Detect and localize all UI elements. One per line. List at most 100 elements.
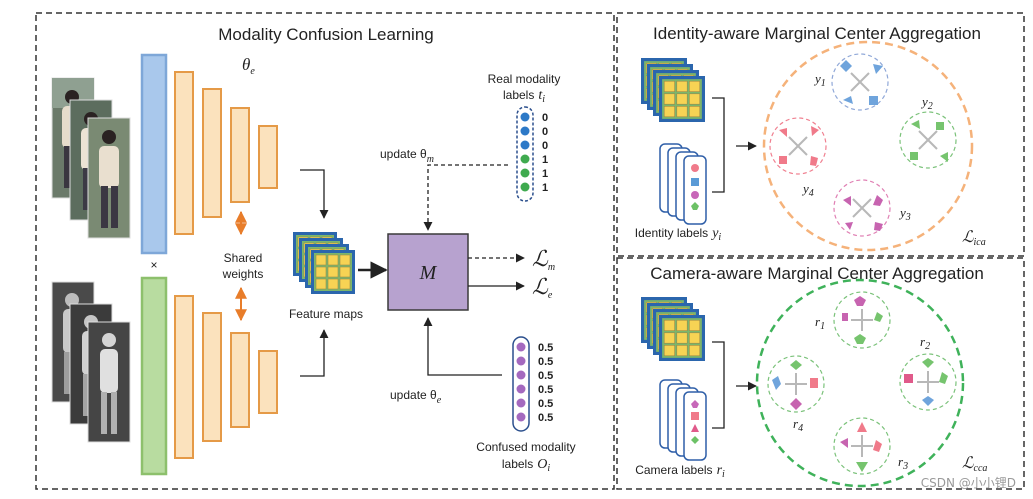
confused-label-value: 0.5 bbox=[538, 384, 553, 396]
identity-cluster bbox=[769, 117, 827, 175]
identity-cluster bbox=[899, 111, 957, 169]
imca-embedding-space bbox=[762, 40, 974, 252]
conv-layer bbox=[174, 71, 194, 235]
ir-conv-layers bbox=[174, 295, 278, 459]
confused-label-dot bbox=[516, 398, 526, 408]
real-label-dot bbox=[520, 168, 530, 178]
conv-layer bbox=[258, 350, 278, 414]
real-label-value: 0 bbox=[542, 140, 548, 152]
update-e-arrow bbox=[423, 317, 502, 376]
camera-cluster bbox=[833, 417, 891, 475]
real-label-dot bbox=[520, 126, 530, 136]
identity-cluster bbox=[833, 179, 891, 237]
real-label-dot bbox=[520, 140, 530, 150]
conv-layer bbox=[230, 107, 250, 203]
camera-cluster bbox=[833, 291, 891, 349]
imca-feature-maps-icon bbox=[641, 58, 705, 122]
feature-maps-label: Feature maps bbox=[289, 307, 363, 321]
real-label-value: 0 bbox=[542, 126, 548, 138]
watermark: CSDN @小小锂D bbox=[921, 475, 1016, 490]
cmca-embedding-space bbox=[755, 278, 965, 488]
shared-weights-label: weights bbox=[222, 267, 264, 281]
identity-cluster-labels: y1 y2 y3 y4 bbox=[801, 71, 933, 223]
feature-maps-icon bbox=[293, 232, 355, 294]
camera-label-cards bbox=[659, 379, 707, 461]
cross-mark: × bbox=[150, 258, 157, 272]
conv-layer bbox=[258, 125, 278, 189]
rgb-image bbox=[87, 117, 131, 239]
confused-label-dot bbox=[516, 412, 526, 422]
rgb-person-images bbox=[51, 77, 131, 239]
loss-e-label: ℒe bbox=[532, 274, 553, 301]
camera-cluster-labels: r1 r2 r3 r4 bbox=[793, 314, 930, 472]
real-label-value: 1 bbox=[542, 168, 548, 180]
cmca-panel-frame bbox=[616, 257, 1025, 490]
confused-label-dot bbox=[516, 370, 526, 380]
imca-bracket bbox=[712, 97, 725, 193]
loss-ica-label: ℒica bbox=[962, 229, 986, 248]
cluster-label: y4 bbox=[801, 181, 814, 199]
loss-m-label: ℒm bbox=[532, 246, 555, 273]
confused-label-dot bbox=[516, 384, 526, 394]
theta-e-label: θe bbox=[242, 55, 255, 77]
confused-labels-title: Confused modality bbox=[476, 440, 575, 454]
cluster-label: r4 bbox=[793, 416, 803, 434]
ir-input-layer bbox=[140, 276, 168, 476]
module-label: M bbox=[419, 262, 438, 284]
cmca-feature-maps-icon bbox=[641, 297, 705, 361]
conv-layer bbox=[202, 88, 222, 218]
rgb-conv-layers bbox=[174, 71, 278, 235]
confused-label-value: 0.5 bbox=[538, 370, 553, 382]
cluster-label: y3 bbox=[898, 205, 911, 223]
real-label-dot bbox=[520, 154, 530, 164]
update-m-arrow bbox=[423, 164, 508, 231]
mcl-panel-frame bbox=[35, 12, 615, 490]
confused-label-value: 0.5 bbox=[538, 342, 553, 354]
imca-panel-frame bbox=[616, 12, 1025, 257]
confused-label-values: 0.5 0.5 0.5 0.5 0.5 0.5 bbox=[538, 342, 553, 424]
real-label-values: 0 0 0 1 1 1 bbox=[542, 112, 548, 194]
conv-layer bbox=[230, 332, 250, 428]
confused-label-value: 0.5 bbox=[538, 412, 553, 424]
camera-cluster bbox=[899, 353, 957, 411]
cmca-bracket bbox=[712, 341, 725, 429]
identity-label-cards bbox=[659, 143, 707, 225]
ir-to-feature-arrow bbox=[300, 329, 329, 377]
conv-layer bbox=[174, 295, 194, 459]
real-label-dot bbox=[520, 182, 530, 192]
ir-image bbox=[87, 321, 131, 443]
conv-layer bbox=[202, 312, 222, 442]
cluster-label: r3 bbox=[898, 454, 908, 472]
confused-label-dot bbox=[516, 342, 526, 352]
confused-label-value: 0.5 bbox=[538, 356, 553, 368]
cluster-label: r2 bbox=[920, 334, 930, 352]
camera-cluster bbox=[767, 355, 825, 413]
mcl-title: Modality Confusion Learning bbox=[218, 25, 433, 44]
rgb-input-layer bbox=[140, 53, 168, 255]
real-label-value: 1 bbox=[542, 154, 548, 166]
update-e-label: update θe bbox=[390, 388, 442, 406]
real-label-value: 1 bbox=[542, 182, 548, 194]
identity-cluster bbox=[831, 53, 889, 111]
real-label-value: 0 bbox=[542, 112, 548, 124]
cluster-label: y2 bbox=[920, 94, 933, 112]
update-m-label: update θm bbox=[380, 147, 434, 165]
cmca-title: Camera-aware Marginal Center Aggregation bbox=[650, 264, 984, 283]
cluster-label: r1 bbox=[815, 314, 825, 332]
confused-label-dot bbox=[516, 356, 526, 366]
real-label-dot bbox=[520, 112, 530, 122]
real-labels-title: Real modality bbox=[488, 72, 561, 86]
module-box bbox=[387, 233, 469, 311]
real-label-dots bbox=[520, 112, 530, 192]
rgb-to-feature-arrow bbox=[300, 169, 329, 219]
imca-title: Identity-aware Marginal Center Aggregati… bbox=[653, 24, 981, 43]
ir-person-images bbox=[51, 281, 131, 443]
cluster-label: y1 bbox=[813, 71, 826, 89]
loss-cca-label: ℒcca bbox=[962, 455, 987, 474]
shared-weights-label: Shared bbox=[224, 251, 263, 265]
